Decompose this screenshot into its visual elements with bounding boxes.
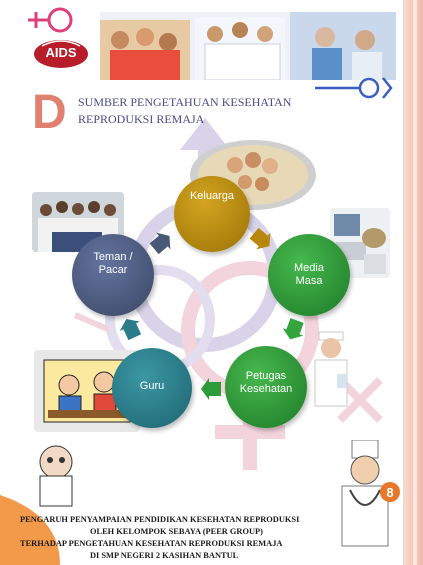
right-border-highlight bbox=[413, 0, 417, 565]
doctor-cartoon-left bbox=[39, 445, 73, 507]
node-keluarga: Keluarga bbox=[174, 176, 250, 252]
male-symbol-icon bbox=[315, 77, 393, 99]
orange-corner-decoration bbox=[0, 495, 60, 565]
footer-line-1: PENGARUH PENYAMPAIAN PENDIDIKAN KESEHATA… bbox=[20, 515, 300, 524]
node-keluarga-label: Keluarga bbox=[189, 189, 235, 202]
footer-line-2: OLEH KELOMPOK SEBAYA (PEER GROUP) bbox=[90, 527, 263, 536]
section-letter: D bbox=[32, 86, 67, 139]
footer-line-3: TERHADAP PENGETAHUAN KESEHATAN REPRODUKS… bbox=[20, 539, 283, 548]
friends-photo-image bbox=[32, 192, 124, 252]
arrow-keluarga-to-media-icon bbox=[250, 228, 271, 250]
node-teman-pacar-label: Teman / Pacar bbox=[93, 251, 133, 276]
header-photo-image bbox=[100, 12, 396, 80]
title-line-2: REPRODUKSI REMAJA bbox=[78, 112, 205, 126]
slide-number-badge: 8 bbox=[380, 482, 400, 502]
nurse-illustration bbox=[305, 330, 357, 410]
female-symbol-icon bbox=[28, 7, 73, 33]
title-line-1: SUMBER PENGETAHUAN KESEHATAN bbox=[78, 95, 292, 109]
arrow-media-to-petugas-icon bbox=[283, 318, 304, 340]
arrow-guru-to-teman-icon bbox=[120, 319, 142, 340]
node-petugas-kesehatan-label: Petugas Kesehatan bbox=[239, 370, 293, 395]
node-media-masa-label: Media Masa bbox=[294, 262, 324, 288]
node-petugas-kesehatan: Petugas Kesehatan bbox=[225, 346, 307, 428]
header-photo-banner bbox=[100, 12, 396, 80]
aids-logo-text: AIDS bbox=[45, 45, 77, 60]
aids-logo bbox=[34, 40, 88, 68]
node-media-masa: Media Masa bbox=[268, 234, 350, 316]
footer-line-4: DI SMP NEGERI 2 KASIHAN BANTUL bbox=[90, 551, 239, 560]
footer-caption: PENGARUH PENYAMPAIAN PENDIDIKAN KESEHATA… bbox=[16, 514, 336, 562]
media-photo bbox=[330, 208, 390, 278]
media-masa-text: Media Masa bbox=[294, 262, 324, 287]
friends-photo bbox=[32, 192, 124, 252]
arrow-petugas-to-guru-icon bbox=[201, 378, 221, 400]
node-guru-label: Guru bbox=[139, 379, 165, 392]
arrow-teman-to-keluarga-icon bbox=[150, 232, 171, 254]
nurse-image bbox=[314, 331, 348, 407]
page-title: SUMBER PENGETAHUAN KESEHATAN REPRODUKSI … bbox=[78, 94, 338, 128]
node-teman-pacar: Teman / Pacar bbox=[72, 234, 154, 316]
node-guru: Guru bbox=[112, 348, 192, 428]
